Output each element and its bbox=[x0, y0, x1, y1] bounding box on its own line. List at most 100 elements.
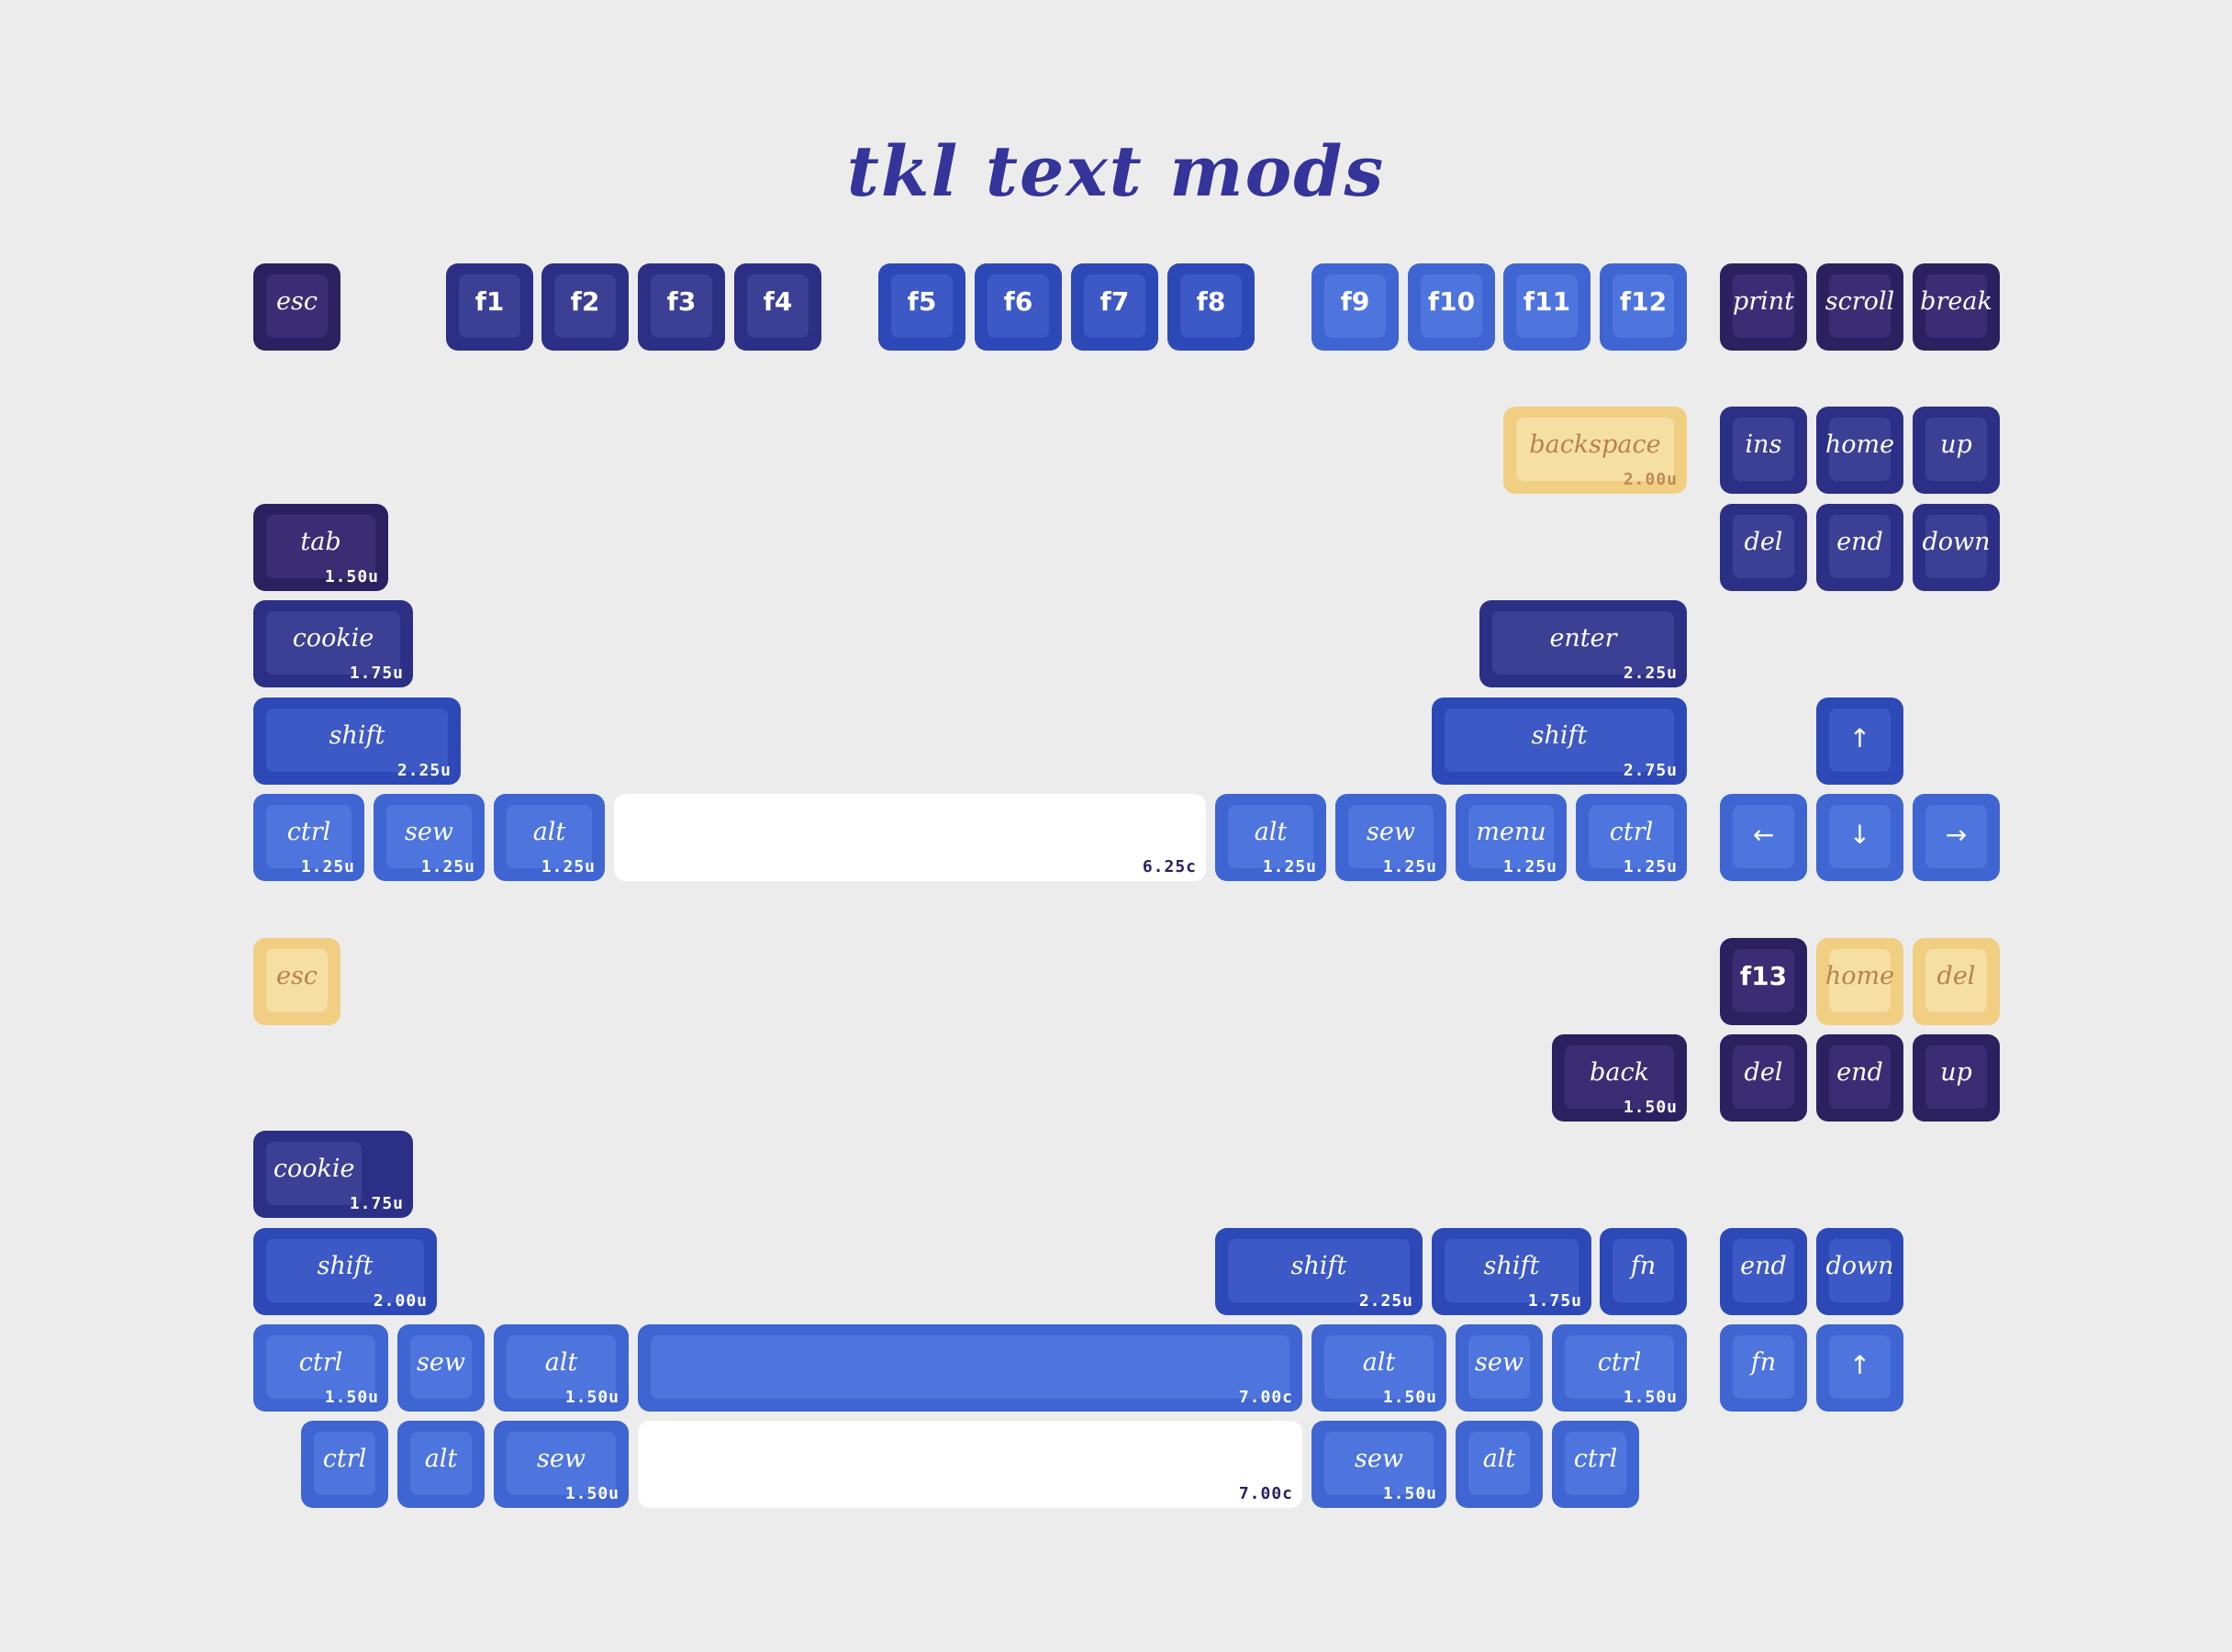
key-f12[interactable]: f12 bbox=[1600, 263, 1687, 351]
keycap-top-surface bbox=[1829, 515, 1891, 578]
keycap-top-surface bbox=[1829, 1239, 1891, 1302]
key-ctrl-1u-left[interactable]: ctrl bbox=[301, 1421, 388, 1508]
key-space-625[interactable]: 6.25c bbox=[614, 794, 1206, 881]
keycap-top-surface bbox=[1733, 418, 1794, 481]
keycap-top-surface bbox=[1421, 274, 1482, 338]
key-alt-1u-right[interactable]: alt bbox=[1456, 1421, 1543, 1508]
key-f1[interactable]: f1 bbox=[446, 263, 533, 351]
key-sew-1u-right[interactable]: sew bbox=[1456, 1324, 1543, 1412]
key-f11[interactable]: f11 bbox=[1503, 263, 1590, 351]
key-arrow-up-alt[interactable]: ↑ bbox=[1816, 1324, 1903, 1412]
keycap-top-surface bbox=[747, 274, 809, 338]
keycap-top-surface bbox=[1468, 805, 1554, 868]
key-f10[interactable]: f10 bbox=[1408, 263, 1495, 351]
key-arrow-left[interactable]: ← bbox=[1720, 794, 1807, 881]
key-f6[interactable]: f6 bbox=[975, 263, 1062, 351]
key-end-alt[interactable]: end bbox=[1720, 1228, 1807, 1315]
key-space-700-blue[interactable]: 7.00c bbox=[638, 1324, 1302, 1412]
keycap-top-surface bbox=[1733, 1045, 1794, 1109]
key-size-label: 1.50u bbox=[324, 1388, 379, 1407]
keycap-top-surface bbox=[1565, 1045, 1674, 1109]
key-f13[interactable]: f13 bbox=[1720, 938, 1807, 1025]
key-fn-alt[interactable]: fn bbox=[1720, 1324, 1807, 1412]
keycap-top-surface bbox=[266, 515, 375, 578]
key-del-alt[interactable]: del bbox=[1913, 938, 2000, 1025]
key-size-label: 1.50u bbox=[564, 1388, 619, 1407]
key-del[interactable]: del bbox=[1720, 504, 1807, 591]
key-f8[interactable]: f8 bbox=[1167, 263, 1255, 351]
key-f2[interactable]: f2 bbox=[541, 263, 629, 351]
key-size-label: 1.50u bbox=[564, 1484, 619, 1503]
key-f4[interactable]: f4 bbox=[734, 263, 821, 351]
keycap-top-surface bbox=[1733, 274, 1794, 338]
key-ctrl-1u-right[interactable]: ctrl bbox=[1552, 1421, 1639, 1508]
key-size-label: 1.25u bbox=[1623, 857, 1678, 876]
keycap-top-surface bbox=[507, 805, 592, 868]
key-f7[interactable]: f7 bbox=[1071, 263, 1158, 351]
key-up[interactable]: up bbox=[1913, 407, 2000, 494]
key-arrow-up[interactable]: ↑ bbox=[1816, 698, 1903, 785]
key-down[interactable]: down bbox=[1913, 504, 2000, 591]
key-size-label: 1.75u bbox=[349, 664, 404, 683]
keycap-top-surface bbox=[1829, 709, 1891, 772]
key-esc[interactable]: esc bbox=[253, 263, 340, 351]
key-f9[interactable]: f9 bbox=[1311, 263, 1399, 351]
key-print[interactable]: print bbox=[1720, 263, 1807, 351]
key-del-nav[interactable]: del bbox=[1720, 1034, 1807, 1122]
key-alt-1u-left[interactable]: alt bbox=[397, 1421, 485, 1508]
key-esc-alt[interactable]: esc bbox=[253, 938, 340, 1025]
key-f5[interactable]: f5 bbox=[878, 263, 965, 351]
key-size-label: 2.00u bbox=[1623, 470, 1678, 489]
key-home[interactable]: home bbox=[1816, 407, 1903, 494]
keycap-top-surface bbox=[1228, 1239, 1410, 1302]
key-space-700-white[interactable]: 7.00c bbox=[638, 1421, 1302, 1508]
key-size-label: 1.75u bbox=[349, 1194, 404, 1213]
key-size-label: 1.25u bbox=[541, 857, 596, 876]
key-ins[interactable]: ins bbox=[1720, 407, 1807, 494]
key-size-label: 2.25u bbox=[1623, 664, 1678, 683]
key-up-nav[interactable]: up bbox=[1913, 1034, 2000, 1122]
key-sew-1u-left[interactable]: sew bbox=[397, 1324, 485, 1412]
key-fn[interactable]: fn bbox=[1600, 1228, 1687, 1315]
keycap-top-surface bbox=[1829, 805, 1891, 868]
keycap-top-surface bbox=[266, 611, 400, 675]
keycap-top-surface bbox=[1324, 1432, 1434, 1495]
key-home-alt[interactable]: home bbox=[1816, 938, 1903, 1025]
key-down-alt[interactable]: down bbox=[1816, 1228, 1903, 1315]
key-end[interactable]: end bbox=[1816, 504, 1903, 591]
key-f3[interactable]: f3 bbox=[638, 263, 725, 351]
keycap-top-surface bbox=[891, 274, 953, 338]
key-end-nav[interactable]: end bbox=[1816, 1034, 1903, 1122]
key-scroll[interactable]: scroll bbox=[1816, 263, 1903, 351]
keycap-top-surface bbox=[1733, 1239, 1794, 1302]
key-arrow-down[interactable]: ↓ bbox=[1816, 794, 1903, 881]
key-break[interactable]: break bbox=[1913, 263, 2000, 351]
key-arrow-right[interactable]: → bbox=[1913, 794, 2000, 881]
key-size-label: 1.25u bbox=[1502, 857, 1557, 876]
keycap-top-surface bbox=[1925, 274, 1987, 338]
